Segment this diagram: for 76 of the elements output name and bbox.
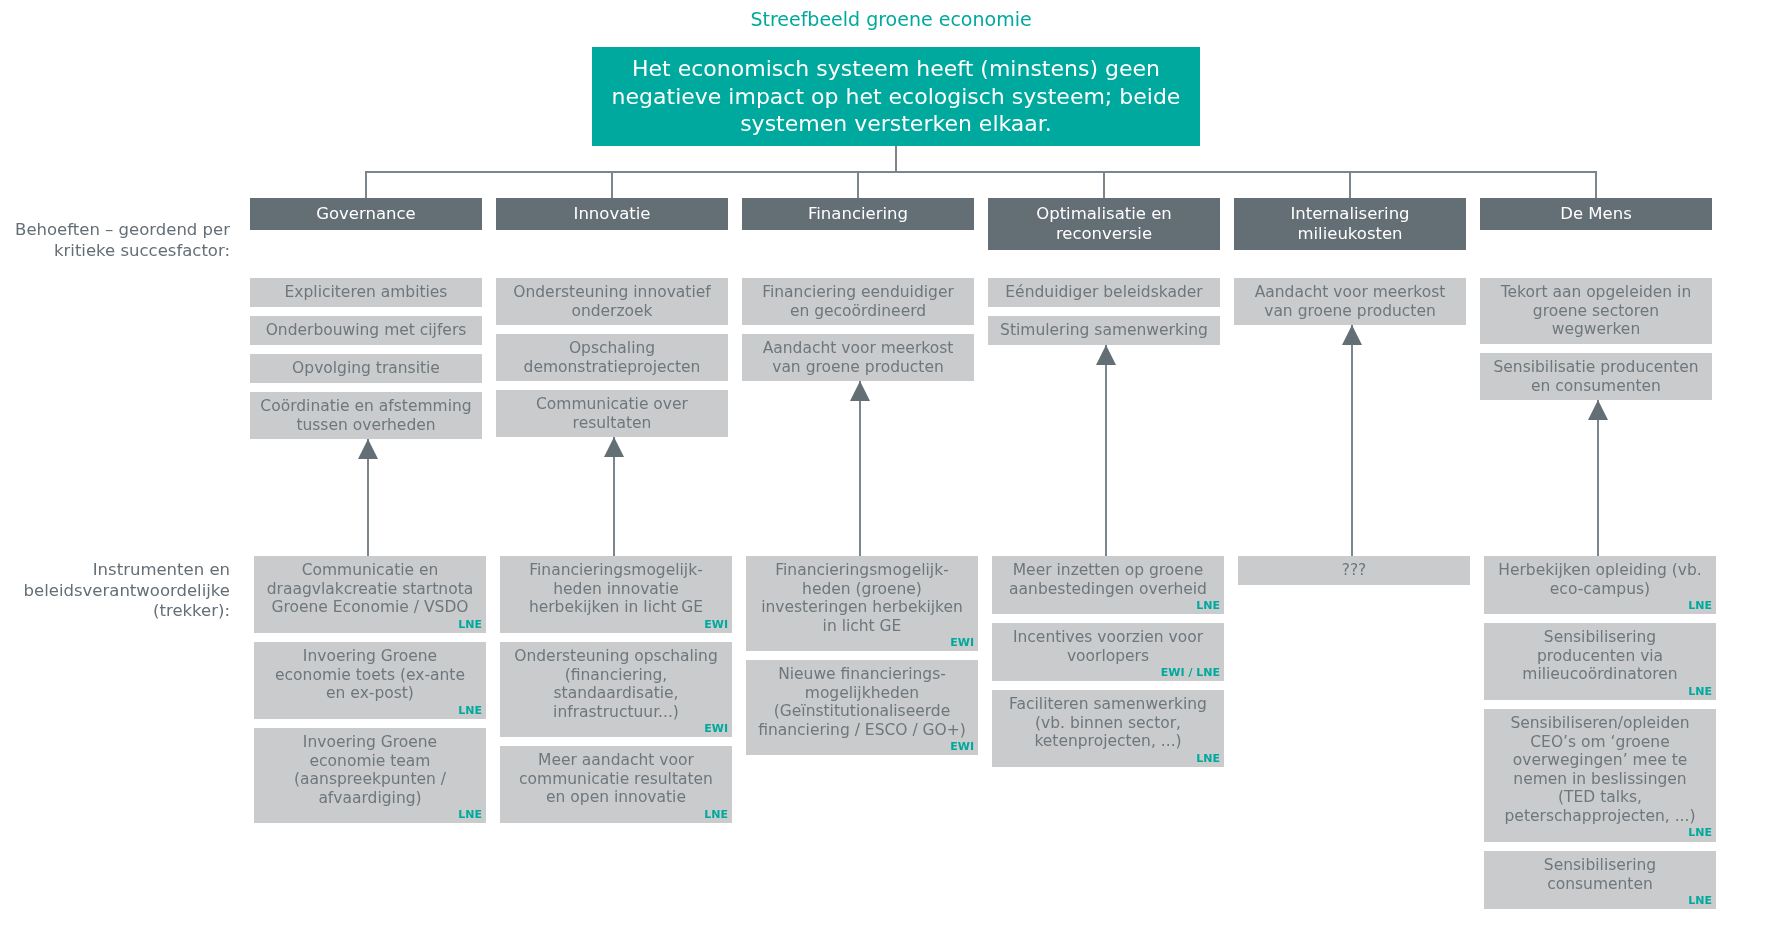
agency-tag: EWI [704, 617, 728, 631]
text-box: Ondersteuning innovatief onderzoek [496, 278, 728, 326]
agency-tag: EWI [950, 636, 974, 650]
box-text: Financieringsmogelijk- heden (groene) investeringen herbekijken in licht GE [760, 561, 964, 636]
goal-box: Het economisch systeem heeft (minstens) geen negatieve impact op het ecologisch systeem; beide systemen versterken elkaar. [592, 47, 1200, 146]
text-box [500, 642, 732, 738]
arrow [1588, 399, 1608, 557]
text-box [992, 690, 1224, 767]
box-text: Incentives voorzien voor voorlopers [1011, 628, 1205, 666]
text-box: Expliciteren ambities [250, 278, 482, 307]
row-label: Instrumenten en beleidsverantwoordelijke (trekker): [22, 560, 230, 622]
text-box: Opvolging transitie [250, 354, 482, 383]
agency-tag: LNE [1688, 894, 1712, 908]
box-text: Financieringsmogelijk- heden innovatie herbekijken in licht GE [527, 561, 705, 617]
text-box [1484, 851, 1716, 910]
text-box [746, 556, 978, 652]
text-box: Opschaling demonstratieprojecten [496, 334, 728, 382]
agency-tag: LNE [1196, 751, 1220, 765]
text-box [992, 556, 1224, 615]
box-text: Ondersteuning opschaling (financiering, standaardisatie, infrastructuur...) [513, 647, 719, 722]
agency-tag: LNE [1688, 684, 1712, 698]
text-box [500, 746, 732, 823]
box-text: Meer inzetten op groene aanbestedingen overheid [1008, 561, 1208, 599]
box-text: Meer aandacht voor communicatie resultaten en open innovatie [518, 751, 714, 807]
agency-tag: LNE [1688, 826, 1712, 840]
box-text: Nieuwe financierings- mogelijkheden (Geïnstitutionaliseerde financiering / ESCO / GO+) [757, 665, 967, 740]
arrow [604, 436, 624, 557]
box-text: Invoering Groene economie team (aanspreekpunten / afvaardiging) [293, 733, 447, 808]
agency-tag: LNE [458, 617, 482, 631]
diagram-title: Streefbeeld groene economie [749, 8, 1033, 30]
agency-tag: EWI [950, 740, 974, 754]
box-text: Herbekijken opleiding (vb. eco-campus) [1497, 561, 1703, 599]
category-header: De Mens [1480, 198, 1712, 230]
text-box: Tekort aan opgeleiden in groene sectoren wegwerken [1480, 278, 1712, 344]
agency-tag: LNE [1688, 599, 1712, 613]
category-header: Innovatie [496, 198, 728, 230]
box-text: Sensibilisering producenten via milieucoördinatoren [1521, 628, 1679, 684]
category-header: Optimalisatie en reconversie [988, 198, 1220, 250]
text-box: ??? [1238, 556, 1470, 585]
text-box: Communicatie over resultaten [496, 390, 728, 438]
agency-tag: LNE [458, 808, 482, 822]
agency-tag: LNE [1196, 599, 1220, 613]
box-text: Invoering Groene economie toets (ex-ante en ex-post) [274, 647, 466, 703]
text-box: Eénduidiger beleidskader [988, 278, 1220, 307]
category-header: Financiering [742, 198, 974, 230]
box-text: Communicatie en draagvlakcreatie startnota Groene Economie / VSDO [265, 561, 475, 617]
arrow [358, 438, 378, 557]
agency-tag: LNE [458, 703, 482, 717]
text-box: Coördinatie en afstemming tussen overheden [250, 392, 482, 440]
box-text: Sensibiliseren/opleiden CEO’s om ‘groene overwegingen’ mee te nemen in beslissingen (TED talks, peterschapprojecten, ...) [1503, 714, 1697, 826]
text-box [1484, 709, 1716, 842]
text-box: Sensibilisatie producenten en consumenten [1480, 353, 1712, 401]
text-box: Aandacht voor meerkost van groene producten [1234, 278, 1466, 326]
box-text: Sensibilisering consumenten [1542, 856, 1658, 894]
text-box [500, 556, 732, 633]
category-header: Internalisering milieukosten [1234, 198, 1466, 250]
agency-tag: EWI / LNE [1160, 666, 1220, 680]
agency-tag: LNE [704, 807, 728, 821]
text-box [1484, 556, 1716, 615]
text-box [254, 556, 486, 633]
arrow [1342, 324, 1362, 557]
text-box: Financiering eenduidiger en gecoördineerd [742, 278, 974, 326]
text-box [992, 623, 1224, 682]
text-box: Stimulering samenwerking [988, 316, 1220, 345]
arrow [850, 380, 870, 557]
text-box [746, 660, 978, 756]
text-box: Aandacht voor meerkost van groene producten [742, 334, 974, 382]
arrow [1096, 344, 1116, 557]
text-box [254, 728, 486, 824]
text-box [254, 642, 486, 719]
box-text: Faciliteren samenwerking (vb. binnen sector, ketenprojecten, ...) [1008, 695, 1208, 751]
agency-tag: EWI [704, 722, 728, 736]
category-header: Governance [250, 198, 482, 230]
row-label: Behoeften – geordend per kritieke succesfactor: [14, 220, 230, 262]
text-box [1484, 623, 1716, 700]
text-box: Onderbouwing met cijfers [250, 316, 482, 345]
